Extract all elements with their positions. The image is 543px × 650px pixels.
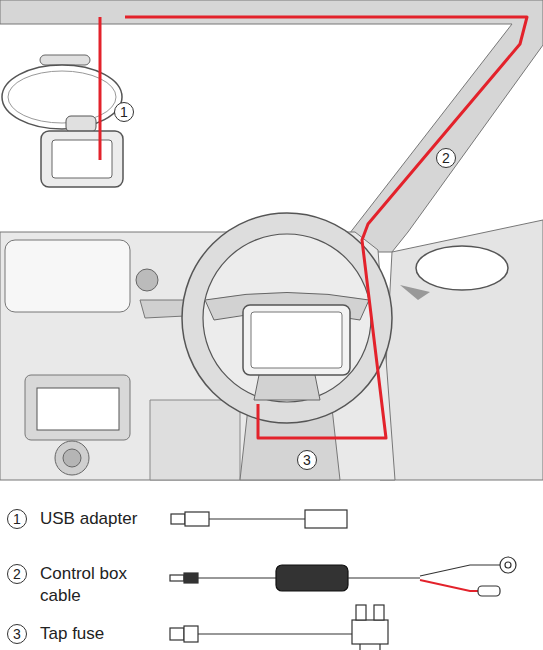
instrument-screen — [243, 305, 350, 375]
knob — [55, 441, 89, 475]
center-display — [37, 388, 119, 430]
callout-number: 1 — [7, 509, 27, 529]
callout-number: 3 — [7, 624, 27, 644]
callout-number: 2 — [436, 148, 456, 168]
callout-number: 1 — [114, 102, 134, 122]
door-panel — [380, 220, 543, 480]
control-cable-route — [125, 17, 527, 438]
steering-wheel-inner — [203, 234, 371, 402]
usb-cable-route — [99, 17, 102, 160]
mirror-mount — [40, 55, 90, 65]
control-box-cable-sample — [170, 557, 516, 596]
side-mirror — [416, 246, 508, 290]
instrument-display — [251, 312, 342, 368]
vent — [136, 269, 158, 291]
tap-fuse-sample — [170, 605, 388, 650]
dash-panel — [5, 240, 130, 312]
legend-label: USB adapter — [40, 508, 165, 530]
camera-screen — [52, 140, 112, 178]
mirror-arm — [400, 285, 430, 300]
console — [25, 375, 130, 440]
steering-wheel — [182, 213, 392, 423]
callout-number: 3 — [297, 450, 317, 470]
legend-label: Tap fuse — [40, 623, 165, 645]
legend-label: Control box cable — [40, 563, 158, 607]
rear-view-mirror — [2, 65, 122, 129]
lower-dash — [150, 400, 240, 480]
dash-camera — [41, 131, 123, 187]
callout-number: 2 — [7, 564, 27, 584]
knob-center — [63, 449, 81, 467]
camera-mount — [66, 116, 96, 132]
usb-adapter-sample — [171, 510, 347, 528]
